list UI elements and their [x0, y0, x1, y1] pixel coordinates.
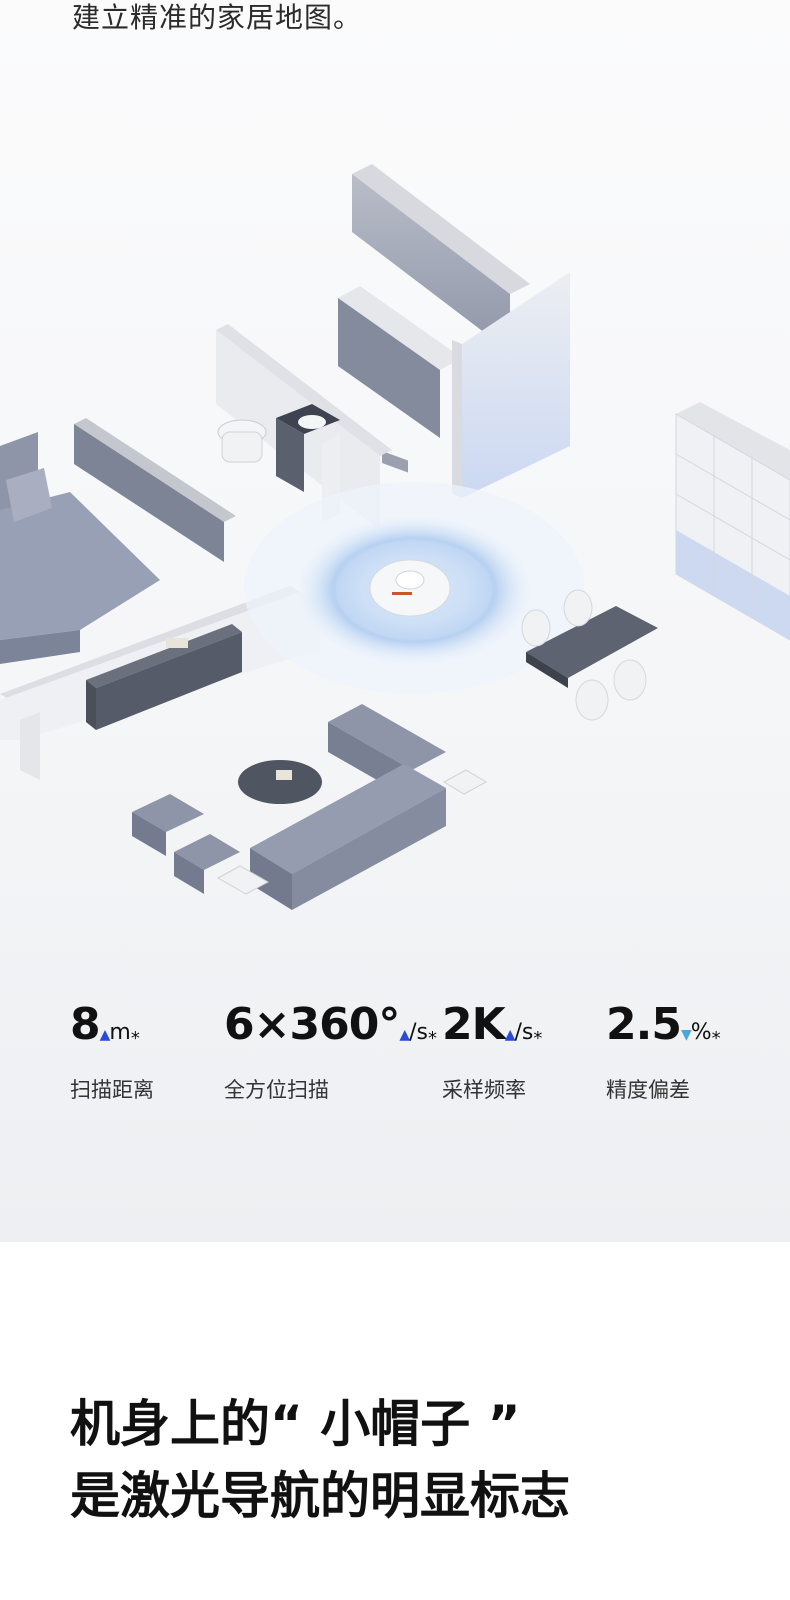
stat-value: 2.5	[606, 999, 682, 1050]
living-room	[132, 704, 488, 910]
hero-section: 建立精准的家居地图。	[0, 0, 790, 1242]
stat-unit: /s	[514, 1020, 534, 1045]
floorplan-illustration	[0, 164, 790, 910]
living-wall	[0, 586, 320, 780]
bedroom	[0, 418, 236, 664]
stat-label: 扫描距离	[70, 1078, 154, 1102]
robot-vacuum	[244, 482, 584, 694]
stat-label: 精度偏差	[606, 1078, 690, 1102]
footnote-star: *	[427, 1028, 437, 1049]
section-headline: 机身上的“ 小帽子 ” 是激光导航的明显标志	[70, 1388, 570, 1532]
stat-sampling-rate: 2K▲/s* 采样频率	[442, 999, 542, 1104]
stat-scan-distance: 8▲m* 扫描距离	[70, 1000, 154, 1104]
bathroom	[216, 324, 392, 530]
stat-unit: m	[109, 1020, 131, 1045]
stat-value: 2K	[442, 999, 506, 1050]
triangle-up-icon: ▲	[99, 1027, 111, 1043]
bookshelf	[675, 402, 790, 641]
stat-value: 8	[70, 999, 101, 1050]
footnote-star: *	[711, 1028, 721, 1049]
headline-line-2: 是激光导航的明显标志	[70, 1467, 570, 1525]
stat-unit: /s	[409, 1020, 428, 1045]
dining-set	[521, 589, 658, 721]
stat-value: 6×360°	[224, 999, 400, 1050]
triangle-down-icon: ▼	[680, 1027, 692, 1043]
intro-text: 建立精准的家居地图。	[72, 1, 363, 34]
footnote-star: *	[533, 1028, 542, 1049]
triangle-up-icon: ▲	[504, 1027, 516, 1043]
stat-accuracy-deviation: 2.5▼%* 精度偏差	[606, 999, 721, 1104]
triangle-up-icon: ▲	[399, 1027, 410, 1043]
stat-label: 全方位扫描	[224, 1078, 329, 1102]
stat-label: 采样频率	[442, 1078, 526, 1102]
kitchen	[338, 164, 570, 498]
stat-scan-rate: 6×360°▲/s* 全方位扫描	[224, 999, 437, 1104]
headline-line-1: 机身上的“ 小帽子 ”	[70, 1395, 521, 1453]
spec-stats: 8▲m* 扫描距离 6×360°▲/s* 全方位扫描 2K▲/s* 采样频率 2…	[0, 1000, 790, 1103]
footnote-star: *	[130, 1028, 140, 1049]
stat-unit: %	[690, 1020, 712, 1045]
